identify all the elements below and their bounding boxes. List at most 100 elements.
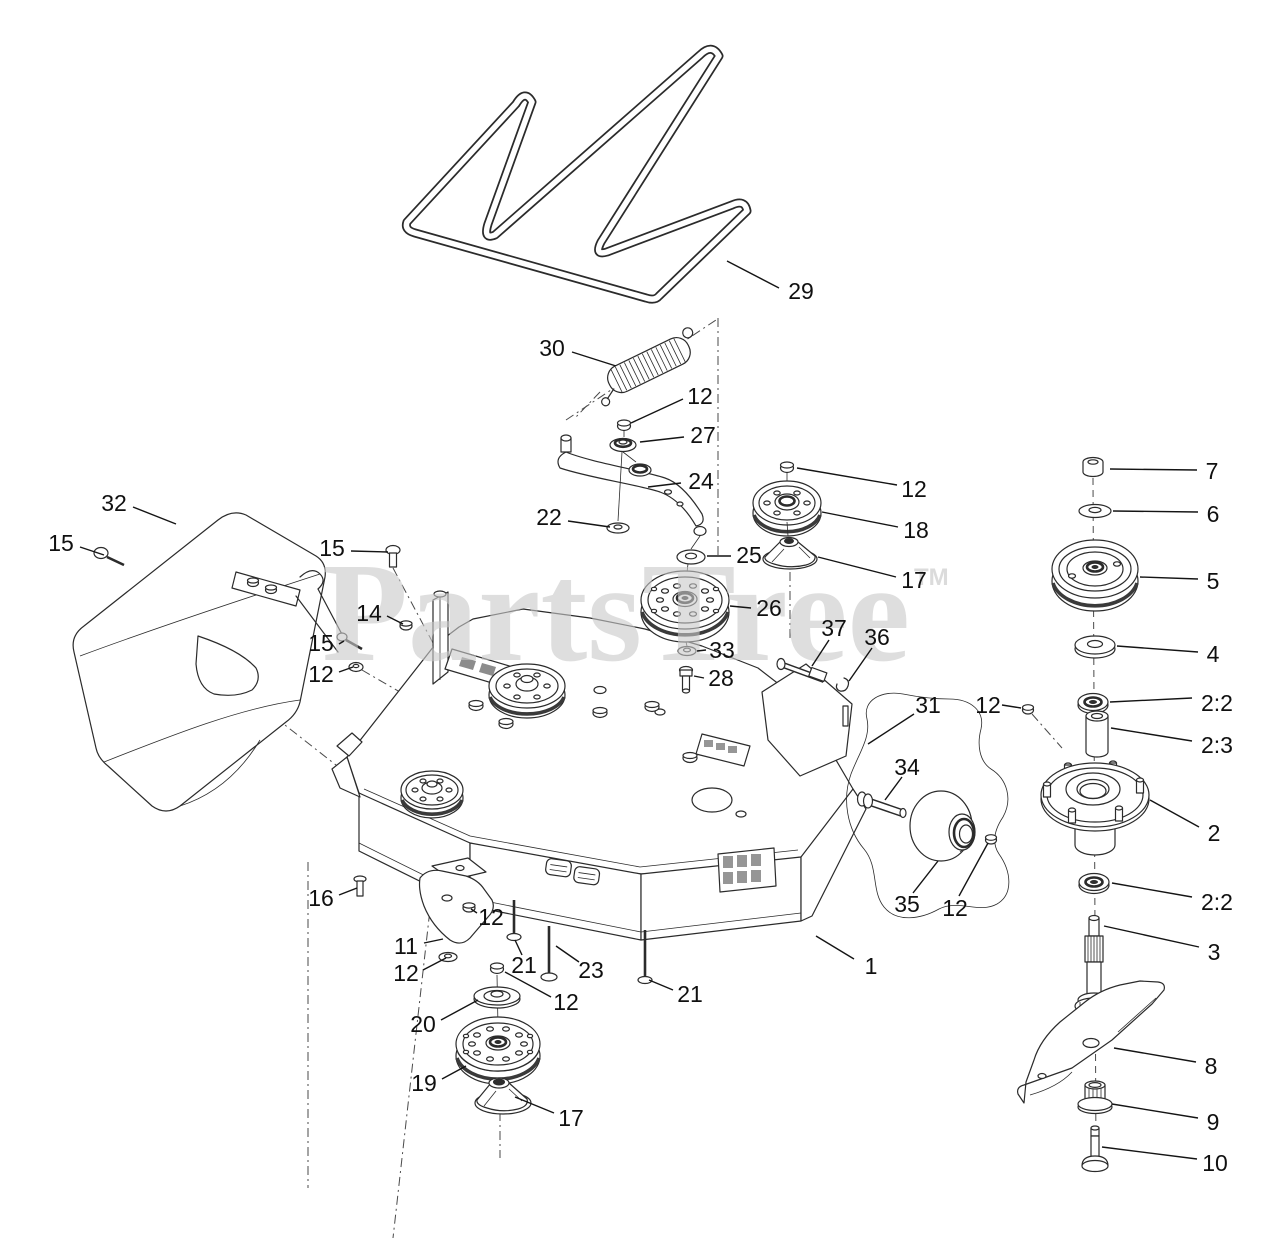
carriage-bolt-long <box>540 926 558 982</box>
callout-1[interactable]: 1 <box>865 953 878 979</box>
leader-line-26 <box>729 605 752 609</box>
bearing <box>1078 872 1110 895</box>
callout-8[interactable]: 8 <box>1205 1053 1218 1079</box>
callout-12[interactable]: 12 <box>687 383 713 409</box>
mower-blade <box>1017 980 1165 1104</box>
callout-17[interactable]: 17 <box>558 1105 584 1131</box>
leader-line-23 <box>555 945 580 963</box>
flange-nut <box>489 962 505 975</box>
callout-17[interactable]: 17 <box>901 567 927 593</box>
idler-arm <box>557 451 704 527</box>
bolt <box>678 665 694 694</box>
leader-line-9 <box>1111 1103 1199 1119</box>
callout-12[interactable]: 12 <box>393 960 419 986</box>
callout-2-3[interactable]: 2:3 <box>1201 732 1233 758</box>
callout-2[interactable]: 2 <box>1208 820 1221 846</box>
screw <box>353 875 367 897</box>
callout-12[interactable]: 12 <box>975 692 1001 718</box>
callout-12[interactable]: 12 <box>478 904 504 930</box>
callout-25[interactable]: 25 <box>736 542 762 568</box>
callout-35[interactable]: 35 <box>894 891 920 917</box>
roller-axle <box>856 791 907 819</box>
callout-34[interactable]: 34 <box>894 754 920 780</box>
callout-18[interactable]: 18 <box>903 517 929 543</box>
callout-21[interactable]: 21 <box>511 952 537 978</box>
pulley <box>1051 539 1139 612</box>
callout-22[interactable]: 22 <box>536 504 562 530</box>
rear-hanger-bracket <box>761 663 853 777</box>
flange-nut <box>984 834 998 845</box>
callout-7[interactable]: 7 <box>1206 458 1219 484</box>
callout-16[interactable]: 16 <box>308 885 334 911</box>
callout-31[interactable]: 31 <box>915 692 941 718</box>
leader-line-18 <box>821 511 899 528</box>
belt-guide-wire <box>846 692 1010 919</box>
callout-19[interactable]: 19 <box>411 1070 437 1096</box>
callout-30[interactable]: 30 <box>539 335 565 361</box>
callout-12[interactable]: 12 <box>942 895 968 921</box>
callout-11[interactable]: 11 <box>394 933 418 959</box>
leader-line-37 <box>811 639 830 667</box>
belt-guide-rod <box>776 657 850 692</box>
leader-line-32 <box>132 506 177 525</box>
flat-washer <box>348 661 364 673</box>
callout-36[interactable]: 36 <box>864 624 890 650</box>
callout-14[interactable]: 14 <box>356 600 382 626</box>
callout-5[interactable]: 5 <box>1207 568 1220 594</box>
callout-20[interactable]: 20 <box>410 1011 436 1037</box>
leader-line-35 <box>912 860 939 894</box>
callout-4[interactable]: 4 <box>1207 641 1220 667</box>
deck-size-decal <box>545 858 601 886</box>
callout-15[interactable]: 15 <box>48 530 74 556</box>
leader-line-2 <box>1149 799 1200 828</box>
leader-line-12 <box>796 467 898 486</box>
leader-line-12 <box>958 842 989 897</box>
mulch-baffle <box>353 857 653 985</box>
bearing-washer <box>609 437 637 453</box>
leader-line-21 <box>514 939 523 956</box>
callout-6[interactable]: 6 <box>1207 501 1220 527</box>
blade-bushing <box>1077 1080 1113 1115</box>
leader-line-12 <box>504 971 552 998</box>
blade-bolt <box>1081 1125 1109 1173</box>
callout-12[interactable]: 12 <box>308 661 334 687</box>
callout-33[interactable]: 33 <box>709 637 735 663</box>
callout-29[interactable]: 29 <box>788 278 814 304</box>
callout-2-2[interactable]: 2:2 <box>1201 889 1233 915</box>
callout-24[interactable]: 24 <box>688 468 714 494</box>
flat-washer <box>1078 503 1112 519</box>
anti-scalp-roller <box>856 790 998 862</box>
leader-line-1 <box>815 935 855 960</box>
callout-10[interactable]: 10 <box>1202 1150 1228 1176</box>
cup-washer <box>473 986 521 1009</box>
callout-32[interactable]: 32 <box>101 490 127 516</box>
spacer-tube <box>1085 710 1109 758</box>
drive-belt <box>401 44 752 304</box>
callout-27[interactable]: 27 <box>690 422 716 448</box>
callout-12[interactable]: 12 <box>901 476 927 502</box>
callout-3[interactable]: 3 <box>1208 939 1221 965</box>
callout-26[interactable]: 26 <box>756 595 782 621</box>
flange-nut <box>1021 704 1035 715</box>
watermark-text: PartsTree <box>322 533 910 691</box>
leader-line-29 <box>726 260 780 289</box>
callout-21[interactable]: 21 <box>677 981 703 1007</box>
bearing <box>1077 692 1109 715</box>
carriage-bolt <box>637 930 653 985</box>
chute-hinge-bracket <box>195 635 259 696</box>
deck-mount-hardware <box>336 544 413 673</box>
callout-23[interactable]: 23 <box>578 957 604 983</box>
leader-line-5 <box>1139 576 1199 580</box>
callout-28[interactable]: 28 <box>708 665 734 691</box>
discharge-chute <box>72 512 346 812</box>
callout-15[interactable]: 15 <box>319 535 345 561</box>
callout-12[interactable]: 12 <box>553 989 579 1015</box>
callout-9[interactable]: 9 <box>1207 1109 1220 1135</box>
flange-nut <box>399 620 413 631</box>
leader-line-2-3 <box>1110 727 1193 742</box>
callout-2-2[interactable]: 2:2 <box>1201 690 1233 716</box>
callout-15[interactable]: 15 <box>308 630 334 656</box>
flange-nut <box>616 419 632 432</box>
leader-line-34 <box>884 776 903 801</box>
callout-37[interactable]: 37 <box>821 615 847 641</box>
